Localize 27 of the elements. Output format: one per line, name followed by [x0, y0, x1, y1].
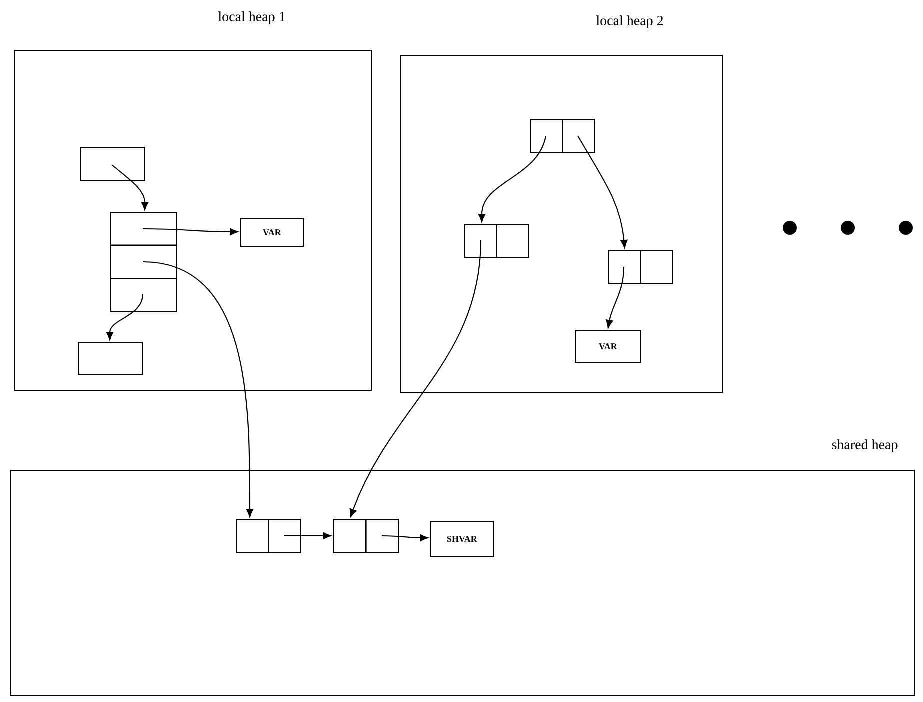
- pointer-cell: [608, 250, 674, 284]
- arrow: [112, 164, 149, 210]
- heap-label: local heap 2: [596, 16, 664, 28]
- arrow: [106, 294, 144, 340]
- arrow: [478, 136, 547, 222]
- heap-label: shared heap: [832, 440, 898, 452]
- heap-region: [10, 470, 915, 696]
- arrow: [142, 261, 254, 518]
- arrow: [578, 136, 628, 248]
- arrow: [606, 266, 625, 328]
- memory-box: [78, 342, 144, 376]
- arrow: [284, 532, 332, 540]
- arrow: [350, 240, 482, 518]
- memory-box: VAR: [575, 330, 642, 364]
- heap-label: local heap 1: [218, 12, 285, 24]
- memory-box: VAR: [240, 218, 304, 248]
- pointer-cell: [530, 119, 596, 154]
- pointer-cell: [464, 224, 530, 258]
- pointer-cell: [333, 519, 400, 554]
- pointer-cell: [236, 519, 302, 554]
- arrow: [382, 534, 428, 542]
- heap-region: [400, 55, 723, 393]
- arrow: [143, 228, 238, 236]
- memory-box: SHVAR: [430, 521, 494, 558]
- memory-box: [80, 147, 146, 182]
- heap-region: [14, 50, 372, 391]
- pointer-cell: [110, 212, 178, 312]
